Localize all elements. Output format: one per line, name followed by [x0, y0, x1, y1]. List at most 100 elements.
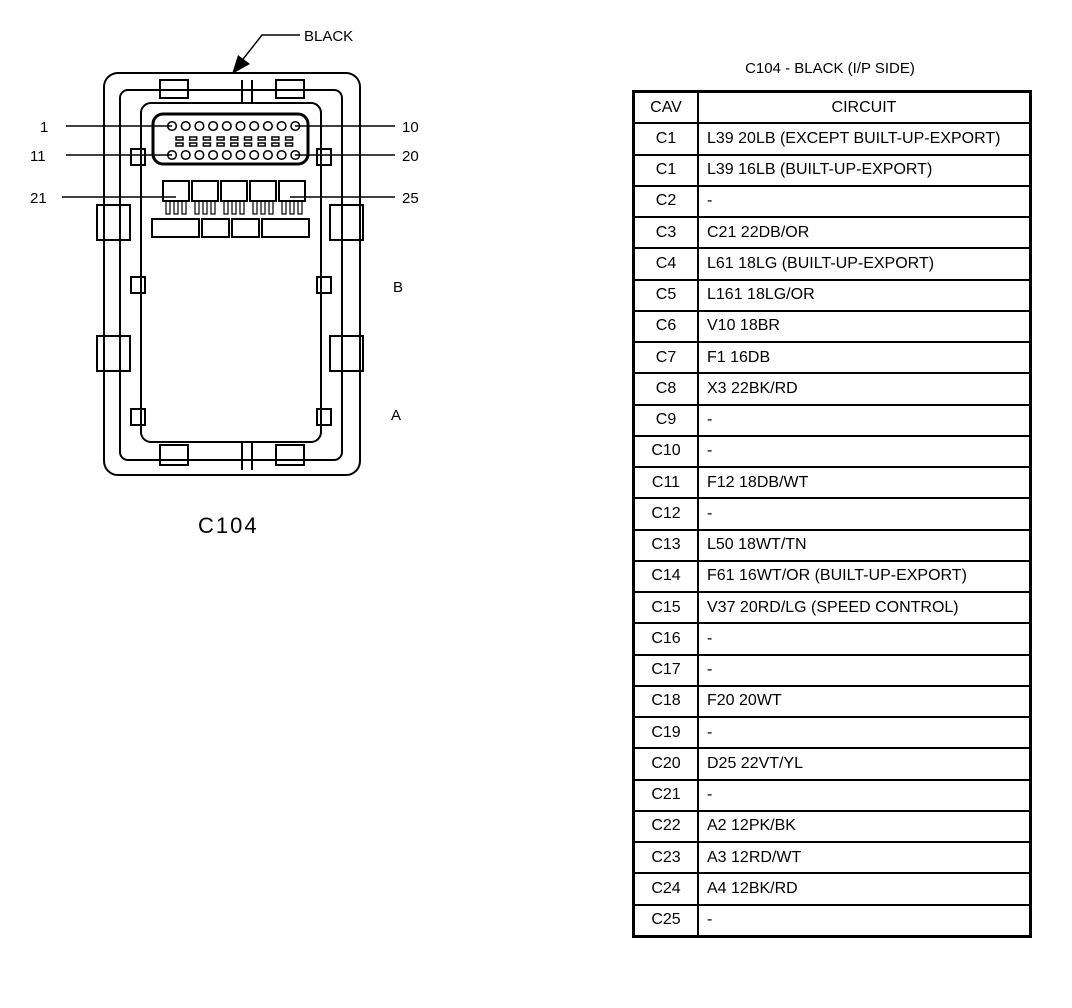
cell-circuit: -: [697, 497, 1032, 531]
cell-circuit: L50 18WT/TN: [697, 528, 1032, 562]
cell-circuit: X3 22BK/RD: [697, 372, 1032, 406]
cell-circuit: A4 12BK/RD: [697, 872, 1032, 906]
cell-cav: C18: [632, 684, 699, 719]
cell-circuit: F20 20WT: [697, 684, 1032, 719]
terminal-pin: [289, 200, 295, 215]
cell-circuit: V10 18BR: [697, 309, 1032, 344]
cell-cav: C1: [632, 122, 699, 156]
terminal-pin: [260, 200, 266, 215]
cavity-circle: [180, 120, 191, 132]
terminal-pin: [202, 200, 208, 215]
pin-label-11: 11: [30, 148, 46, 165]
cell-cav: C3: [632, 215, 699, 250]
terminal-pin: [252, 200, 258, 215]
cavity-slot: [243, 142, 253, 147]
table-row: C16-: [632, 622, 1032, 656]
cavity-circle: [249, 149, 260, 161]
cavity-circle: [276, 120, 287, 132]
table-title: C104 - BLACK (I/P SIDE): [745, 60, 915, 77]
terminal-pin: [210, 200, 216, 215]
cell-cav: C24: [632, 872, 699, 906]
cell-cav: C2: [632, 184, 699, 219]
cell-cav: C9: [632, 403, 699, 437]
terminal-pins: [165, 200, 303, 215]
cell-cav: C10: [632, 434, 699, 469]
cell-cav: C8: [632, 372, 699, 406]
terminal-pin: [181, 200, 187, 215]
table-row: C21-: [632, 778, 1032, 812]
cavity-slot: [216, 136, 225, 141]
cell-cav: C4: [632, 247, 699, 281]
side-label-b: B: [393, 279, 403, 296]
terminal-pin: [239, 200, 245, 215]
cell-cav: C19: [632, 715, 699, 750]
pin-label-20: 20: [402, 148, 419, 165]
table-row: C2-: [632, 184, 1032, 219]
cavity-slot: [175, 142, 184, 147]
cavity-circle: [249, 120, 260, 132]
cavity-slot: [230, 136, 239, 141]
cell-cav: C15: [632, 590, 699, 625]
cell-circuit: -: [697, 403, 1032, 437]
terminal-pin: [281, 200, 287, 215]
cavity-slot: [188, 136, 198, 141]
cell-cav: C25: [632, 903, 699, 938]
cavity-circle: [221, 149, 232, 161]
table-row: C9-: [632, 403, 1032, 437]
cavity-circle: [194, 149, 205, 161]
cavity-slot: [188, 142, 198, 147]
cavity-slot: [202, 136, 212, 141]
cavity-circle: [194, 120, 205, 132]
cell-circuit: A3 12RD/WT: [697, 840, 1032, 875]
pin-label-10: 10: [402, 119, 419, 136]
connector-housing-inner-rim: [119, 89, 343, 461]
connector-diagram: BLACK 1 11 21 10 20 25 B A C104: [30, 28, 419, 538]
black-leader-line: [239, 34, 300, 64]
cell-circuit: -: [697, 903, 1032, 938]
cell-cav: C5: [632, 278, 699, 312]
cell-cav: C16: [632, 622, 699, 656]
cell-cav: C7: [632, 340, 699, 375]
cavity-slot: [271, 142, 280, 147]
terminal-pin: [165, 200, 171, 215]
cell-circuit: F12 18DB/WT: [697, 465, 1032, 500]
cell-circuit: -: [697, 434, 1032, 469]
terminal-pin: [231, 200, 237, 215]
cell-circuit: V37 20RD/LG (SPEED CONTROL): [697, 590, 1032, 625]
cell-circuit: -: [697, 653, 1032, 687]
cell-circuit: C21 22DB/OR: [697, 215, 1032, 250]
terminal-pin: [268, 200, 274, 215]
cavity-circle: [262, 120, 273, 132]
terminal-pin: [173, 200, 179, 215]
pin-label-25: 25: [402, 190, 419, 207]
cell-cav: C14: [632, 559, 699, 594]
connector-inner-body: [140, 102, 322, 443]
cavity-circle: [276, 149, 287, 161]
cavity-slot: [230, 142, 239, 147]
cavity-circle: [235, 120, 246, 132]
cell-cav: C13: [632, 528, 699, 562]
connector-outer-housing: [103, 72, 361, 476]
cell-circuit: L161 18LG/OR: [697, 278, 1032, 312]
cavity-circle: [235, 149, 246, 161]
table-row: C10-: [632, 434, 1032, 469]
cell-cav: C12: [632, 497, 699, 531]
cavity-slot: [284, 142, 294, 147]
table-row: C12-: [632, 497, 1032, 531]
cavity-slot: [257, 136, 266, 141]
